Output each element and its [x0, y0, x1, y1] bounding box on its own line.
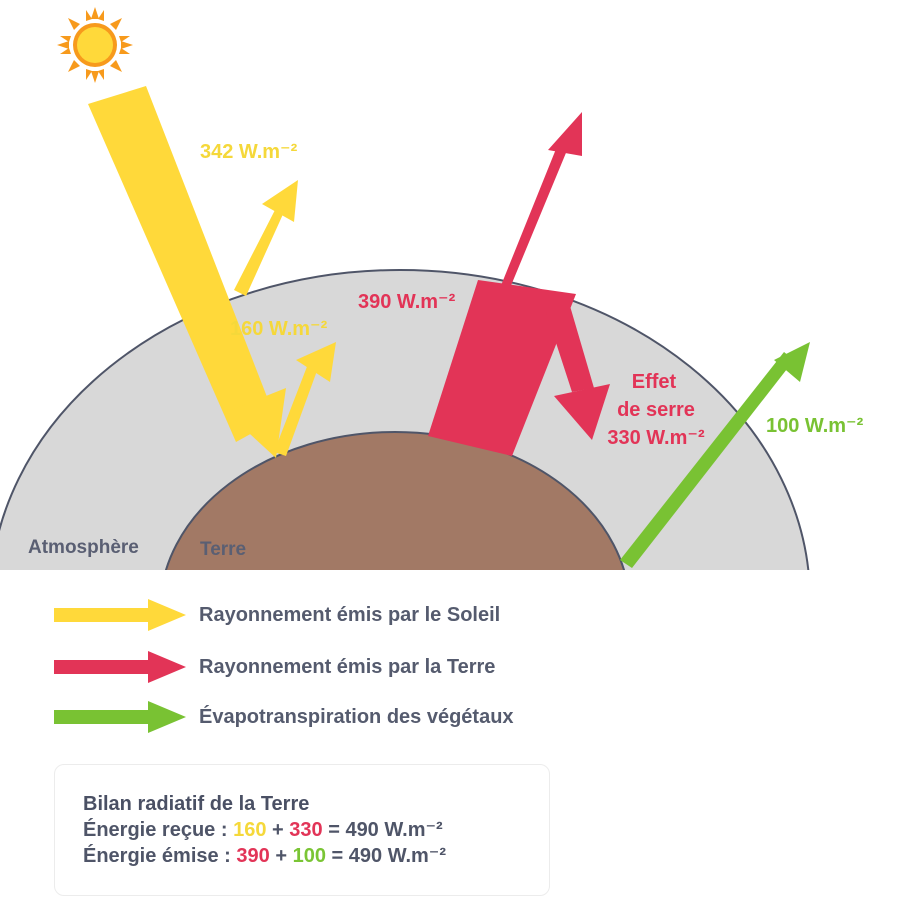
atmosphere-label: Atmosphère [28, 537, 139, 558]
earth-radiation-up-head [548, 112, 582, 156]
reflected-arrow-head [262, 180, 298, 222]
energie-emise-line: Énergie émise : 390 + 100 = 490 W.m⁻² [83, 843, 549, 869]
greenhouse-label-line3: 330 W.m⁻² [607, 427, 705, 449]
emise-value-a: 390 [236, 845, 270, 867]
legend-label: Évapotranspiration des végétaux [199, 705, 514, 728]
greenhouse-arrow [546, 306, 594, 392]
incoming-label: 342 W.m⁻² [200, 141, 298, 163]
solar-beam-head [226, 388, 286, 458]
reflected-arrow [234, 208, 284, 296]
earth-shape [164, 431, 626, 570]
solar-beam [88, 86, 276, 442]
greenhouse-arrow-head [554, 384, 610, 440]
legend-item-evapo: Évapotranspiration des végétaux [52, 699, 514, 735]
legend-arrow-yellow [54, 599, 186, 631]
greenhouse-label-line2: de serre [617, 399, 695, 421]
legend-label: Rayonnement émis par la Terre [199, 655, 496, 678]
earth-radiation-up [500, 144, 568, 288]
sun-icon [57, 7, 133, 83]
greenhouse-label-line1: Effet [632, 371, 677, 393]
legend-item-earth: Rayonnement émis par la Terre [52, 649, 495, 685]
emise-prefix: Énergie émise : [83, 845, 231, 867]
bilan-title: Bilan radiatif de la Terre [83, 793, 310, 815]
evapo-arrow [620, 352, 794, 568]
recue-prefix: Énergie reçue : [83, 819, 228, 841]
radiation-diagram: Atmosphère Terre 342 W.m⁻² 160 W.m⁻² 390 [0, 7, 864, 570]
absorbed-label: 160 W.m⁻² [230, 318, 328, 340]
recue-value-a: 160 [233, 819, 267, 841]
absorbed-arrow [274, 364, 318, 456]
bilan-box: Bilan radiatif de la Terre Énergie reçue… [54, 764, 550, 896]
legend-arrow-green [54, 701, 186, 733]
legend-item-sun: Rayonnement émis par le Soleil [52, 597, 500, 633]
emitted-label: 390 W.m⁻² [358, 291, 456, 313]
evapo-label: 100 W.m⁻² [766, 415, 864, 437]
legend-label: Rayonnement émis par le Soleil [199, 603, 501, 626]
legend-arrow-red [54, 651, 186, 683]
recue-operator: + [272, 819, 284, 841]
earth-radiation-beam [428, 280, 576, 456]
emise-result: = 490 W.m⁻² [331, 845, 447, 867]
emise-value-b: 100 [292, 845, 326, 867]
emise-operator: + [275, 845, 288, 867]
recue-value-b: 330 [289, 819, 323, 841]
earth-label: Terre [200, 539, 246, 560]
recue-result: = 490 W.m⁻² [328, 819, 443, 841]
absorbed-arrow-head [296, 342, 336, 382]
energie-recue-line: Énergie reçue : 160 + 330 = 490 W.m⁻² [83, 817, 549, 843]
evapo-arrow-head [774, 342, 810, 382]
